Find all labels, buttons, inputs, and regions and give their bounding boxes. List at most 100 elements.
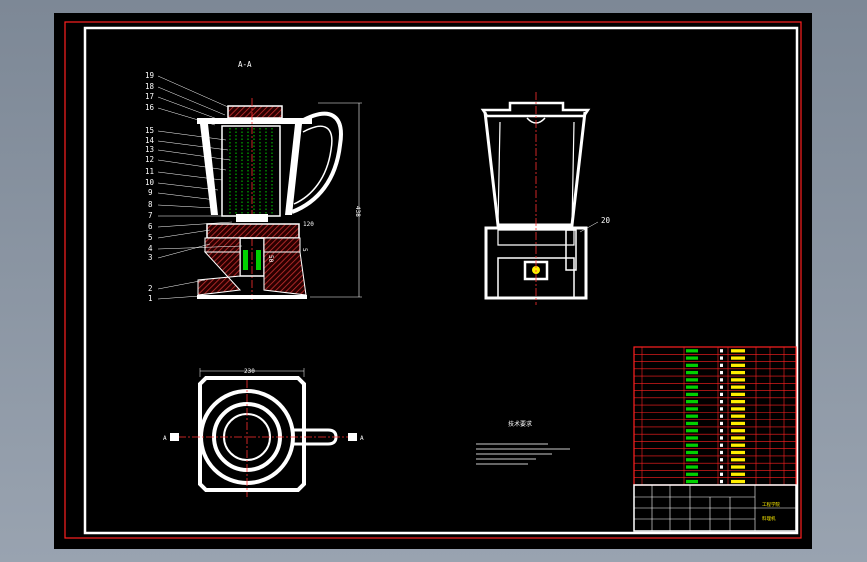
dim-438-text: 438 [354,206,361,217]
notes-title: 技术要求 [508,420,532,428]
table-cell-mark [720,392,723,397]
table-cell-mark [720,407,723,411]
motor-coil-left [243,250,248,270]
base-foot [197,295,307,299]
section-mark-right: A [360,435,364,442]
technical-notes: 技术要求 [476,420,570,465]
base-top-plate [206,223,300,239]
table-cell-mark [686,363,698,367]
table-cell-mark [720,363,723,367]
outer-border [64,21,802,539]
table-cell-mark [731,443,745,447]
title-block: 工程学院 料理机 [633,484,797,532]
section-marker-left [170,433,179,441]
table-cell-mark [686,479,698,484]
table-cell-mark [731,421,745,426]
table-cell-mark [720,465,723,469]
part-label: 13 [145,145,154,154]
table-cell-mark [731,363,745,367]
filter-mesh [229,128,273,214]
table-cell-mark [686,378,698,382]
base-right-section [263,237,301,253]
table-cell-mark [720,450,723,455]
table-cell-mark [720,378,723,382]
table-cell-mark [720,436,723,440]
table-cell-mark [720,472,723,476]
dim-230-text: 230 [244,368,255,375]
dim-120-text: 120 [303,221,314,228]
table-cell-mark [720,458,723,462]
part-label: 12 [145,155,154,164]
dim-5-text: 5 [301,248,308,252]
jar-handle-inner [293,125,333,205]
part-label: 8 [148,200,153,209]
table-cell-mark [686,407,698,411]
table-cell-mark [731,385,745,389]
table-cell-mark [731,414,745,418]
part-label: 4 [148,244,153,253]
table-cell-mark [686,370,698,375]
section-mark-left: A [163,435,167,442]
table-cell-mark [731,429,745,433]
inner-border [83,26,799,535]
part-label: 14 [145,136,155,145]
part-label: 1 [148,294,153,303]
section-marker-right [348,433,357,441]
table-cell-mark [686,472,698,476]
part-label: 9 [148,188,153,197]
side-jar-outline [483,111,587,227]
table-cell-mark [731,479,745,484]
table-cell-mark [686,356,698,360]
table-cell-mark [731,349,745,353]
table-cell-mark [731,356,745,360]
side-control-strip [565,229,577,271]
section-title: A-A [238,60,252,69]
side-base-top [497,229,575,246]
table-cell-mark [720,385,723,389]
top-base-outline [198,376,306,492]
table-cell-mark [731,378,745,382]
table-cell-mark [686,443,698,447]
table-cell-mark [720,400,723,404]
table-cell-mark [686,450,698,455]
part-label: 6 [148,222,153,231]
part-label: 16 [145,103,155,112]
parts-list-table [633,346,797,486]
dim-50-text: 50 [267,255,274,263]
part-label: 10 [145,178,155,187]
table-cell-mark [731,450,745,455]
drawing-sheet [54,13,812,549]
table-cell-mark [731,392,745,397]
jar-lid [227,105,283,119]
base-left-skirt [197,251,242,296]
side-jar-inner [497,121,575,226]
table-cell-mark [720,443,723,447]
table-cell-mark [686,429,698,433]
table-cell-mark [720,356,723,360]
table-cell-mark [720,370,723,375]
blade-assembly [236,214,268,222]
table-cell-mark [686,421,698,426]
table-cell-mark [731,400,745,404]
part-label: 18 [145,82,155,91]
top-view [170,368,357,497]
table-cell-mark [731,472,745,476]
side-view [480,92,599,305]
table-cell-mark [686,349,698,353]
jar-rim [197,118,312,124]
table-cell-mark [686,436,698,440]
table-cell-mark [686,458,698,462]
part-label: 19 [145,71,154,80]
motor-coil-right [256,250,261,270]
table-cell-mark [720,349,723,353]
part-number-labels: 19 18 17 16 15 14 13 12 11 10 9 8 7 6 5 … [145,71,155,303]
part-label: 3 [148,253,153,262]
table-cell-mark [686,414,698,418]
table-cell-mark [720,429,723,433]
part-label: 7 [148,211,153,220]
leader-20 [579,221,599,233]
table-cell-mark [720,414,723,418]
leader-lines [157,75,243,300]
